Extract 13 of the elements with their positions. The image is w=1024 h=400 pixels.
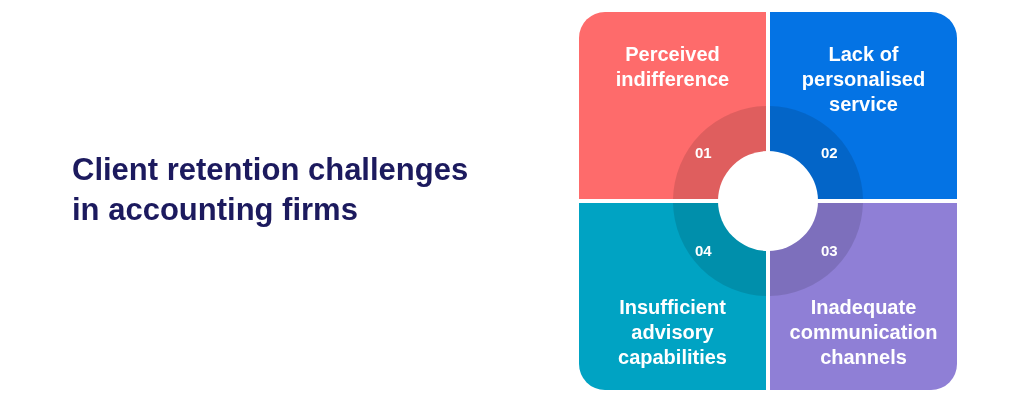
challenge-heading: Perceived indifference (614, 42, 731, 92)
challenge-heading: Lack of personalised service (800, 42, 927, 117)
quadrant-card (579, 203, 766, 390)
step-number: 01 (695, 144, 712, 162)
step-number: 03 (821, 242, 838, 260)
challenge-heading: Inadequate communication channels (788, 295, 939, 370)
quadrant-card (579, 12, 766, 199)
quadrant-card (770, 203, 957, 390)
step-number: 02 (821, 144, 838, 162)
challenge-heading: Insufficient advisory capabilities (617, 295, 728, 370)
quadrant-card (770, 12, 957, 199)
diagram-title: Client retention challenges in accounting firms (72, 151, 470, 229)
step-number: 04 (695, 242, 712, 260)
